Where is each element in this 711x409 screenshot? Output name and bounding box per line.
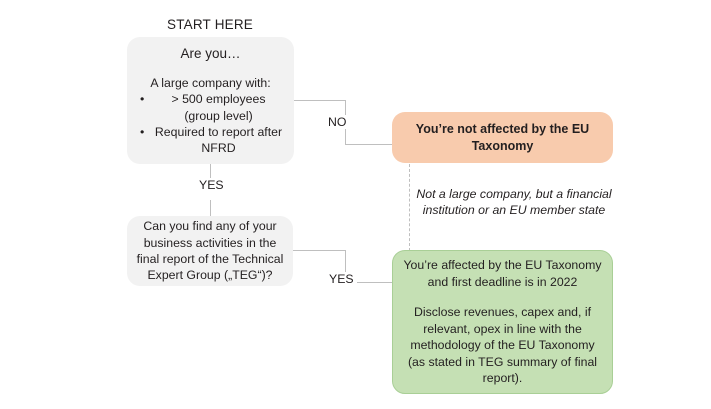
decision-box-teg-report-text: Can you find any of your business activi… xyxy=(136,219,284,283)
edge-label-yes-teg: YES xyxy=(326,272,357,286)
list-item-label: Required to report after NFRD xyxy=(154,125,283,156)
note-not-large-company: Not a large company, but a financial ins… xyxy=(416,187,612,218)
decision-box-teg-report[interactable]: Can you find any of your business activi… xyxy=(127,216,293,286)
outcome-box-not-affected-text: You’re not affected by the EU Taxonomy xyxy=(415,122,590,153)
decision-box-large-company-title: Are you… xyxy=(180,46,241,61)
outcome-box-affected[interactable]: You’re affected by the EU Taxonomy and f… xyxy=(392,250,613,394)
outcome-box-affected-paragraph-1: You’re affected by the EU Taxonomy and f… xyxy=(403,257,602,289)
list-item-label: > 500 employees (group level) xyxy=(171,92,266,123)
edge-label-yes-company: YES xyxy=(196,178,227,192)
connector-yes-company-upper xyxy=(210,164,211,182)
connector-dashed-orange-to-green xyxy=(409,164,410,251)
connector-no-segment-horizontal-2 xyxy=(345,144,393,145)
outcome-box-not-affected[interactable]: You’re not affected by the EU Taxonomy xyxy=(392,112,613,163)
decision-box-large-company-lead: A large company with: xyxy=(150,76,271,90)
list-item: • > 500 employees (group level) xyxy=(140,91,284,124)
edge-label-no: NO xyxy=(325,115,350,129)
connector-yes-company-lower xyxy=(210,200,211,216)
decision-box-large-company-bullets: • > 500 employees (group level) • Requir… xyxy=(135,91,286,156)
bullet-icon: • xyxy=(140,92,145,107)
bullet-icon: • xyxy=(140,125,145,140)
decision-box-large-company[interactable]: Are you… A large company with: • > 500 e… xyxy=(127,37,294,164)
outcome-box-affected-paragraph-2: Disclose revenues, capex and, if relevan… xyxy=(407,305,598,386)
connector-yes-teg-horizontal-1 xyxy=(293,250,345,251)
list-item: • Required to report after NFRD xyxy=(140,124,284,157)
connector-yes-teg-horizontal-2 xyxy=(345,282,393,283)
start-here-label: START HERE xyxy=(166,17,254,32)
connector-no-segment-horizontal-1 xyxy=(294,100,345,101)
connector-yes-teg-vertical xyxy=(345,250,346,282)
